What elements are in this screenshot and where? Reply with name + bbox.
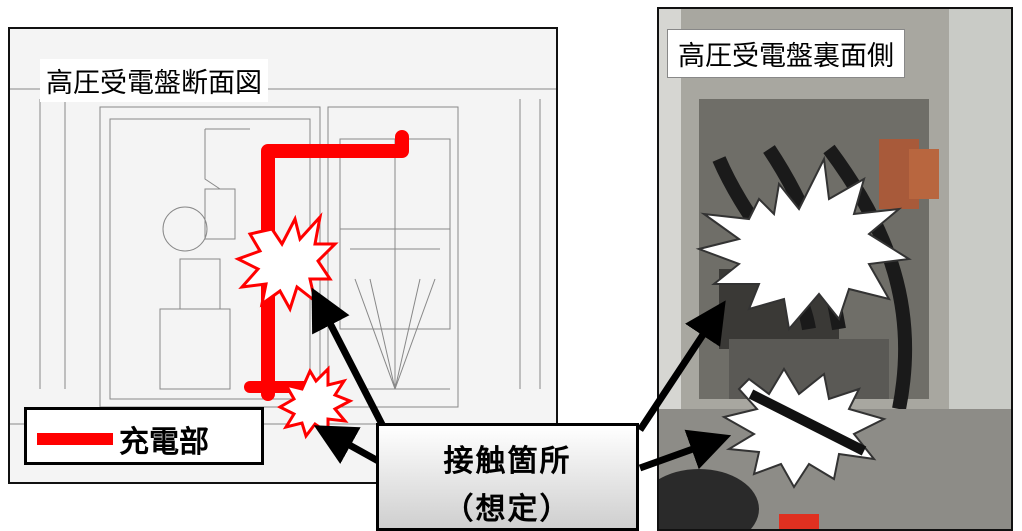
legend-label: 充電部 [119, 425, 209, 460]
live-part-legend: 充電部 [24, 407, 264, 465]
left-panel-title: 高圧受電盤断面図 [40, 59, 268, 102]
contact-burst-lower [276, 365, 354, 440]
panel-rear-photo: 高圧受電盤裏面側 [657, 7, 1013, 531]
contact-point-callout: 接触箇所 （想定） [376, 423, 639, 531]
contact-burst-upper [234, 212, 339, 313]
right-panel-title: 高圧受電盤裏面側 [667, 29, 905, 78]
photo-contact-burst-upper [695, 155, 912, 332]
rear-photo-illustration [659, 9, 1011, 529]
callout-title: 接触箇所 [443, 444, 572, 479]
cross-section-drawing: 高圧受電盤断面図 充電部 [8, 27, 558, 484]
callout-subtitle: （想定） [443, 492, 572, 527]
legend-swatch [37, 433, 113, 445]
